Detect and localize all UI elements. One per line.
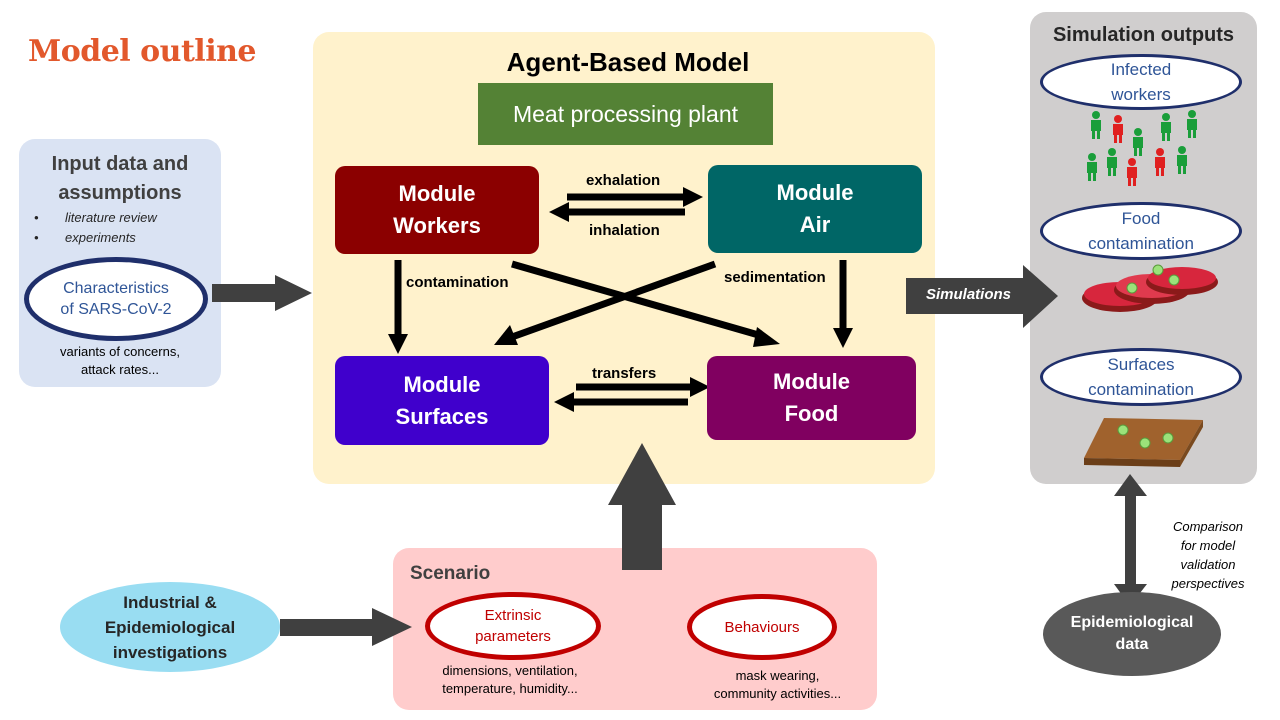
behaviours-note: mask wearing,community activities... (713, 668, 842, 701)
page-title: Model outline (28, 34, 257, 69)
edge-exhalation: exhalation (586, 172, 661, 189)
sars-cov-2-ellipse: Characteristics of SARS-CoV-2 (24, 257, 208, 341)
edge-transfers: transfers (592, 365, 657, 382)
input-to-abm-arrow (212, 275, 312, 311)
input-heading-line2: assumptions (58, 182, 182, 204)
input-heading: Input data and assumptions (19, 150, 221, 208)
outputs-title: Simulation outputs (1052, 24, 1235, 46)
edge-sedimentation: sedimentation (724, 269, 826, 286)
edge-contamination: contamination (406, 274, 509, 291)
plant-box: Meat processing plant (478, 83, 773, 145)
simulations-label: Simulations (926, 286, 1012, 303)
scenario-to-abm-arrow (608, 443, 676, 570)
behaviours-ellipse: Behaviours (687, 594, 837, 660)
abm-title: Agent-Based Model (506, 47, 750, 77)
validation-double-arrow (1114, 474, 1147, 606)
simulations-arrow (906, 265, 1058, 328)
investigations-to-scenario-arrow (280, 608, 412, 646)
bullet-item: •experiments (34, 230, 136, 245)
input-bullets: •literature review •experiments (34, 208, 157, 248)
input-note: variants of concerns, attack rates... (60, 344, 180, 377)
bullet-item: •literature review (34, 210, 157, 225)
extrinsic-note: dimensions, ventilation,temperature, hum… (442, 663, 578, 696)
input-heading-line1: Input data and (51, 153, 189, 175)
edge-inhalation: inhalation (589, 222, 660, 239)
scenario-title: Scenario (410, 563, 491, 584)
